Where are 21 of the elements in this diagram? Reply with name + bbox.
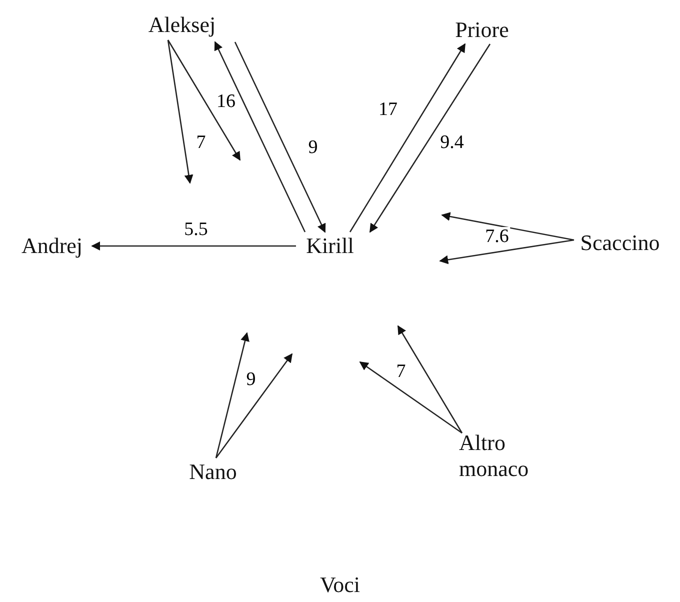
name-label: Nano	[189, 459, 237, 485]
arrow	[215, 353, 293, 458]
arrow	[167, 40, 194, 184]
arrow	[369, 44, 491, 233]
arrow	[349, 43, 466, 232]
arrow	[215, 332, 250, 458]
arrow	[441, 212, 574, 241]
arrow	[167, 40, 241, 161]
arrow	[439, 239, 574, 264]
arrow	[91, 242, 296, 250]
arrow	[397, 325, 463, 434]
name-label: Voci	[320, 572, 360, 598]
name-label: Priore	[455, 17, 509, 43]
name-label: Aleksej	[148, 12, 216, 38]
name-label: Andrej	[21, 233, 83, 259]
name-label: Altro monaco	[459, 430, 551, 482]
arrow	[214, 41, 306, 232]
arrow	[234, 42, 326, 233]
name-label: Kirill	[306, 233, 354, 259]
arrow	[359, 361, 462, 434]
name-label: Scaccino	[580, 230, 660, 256]
